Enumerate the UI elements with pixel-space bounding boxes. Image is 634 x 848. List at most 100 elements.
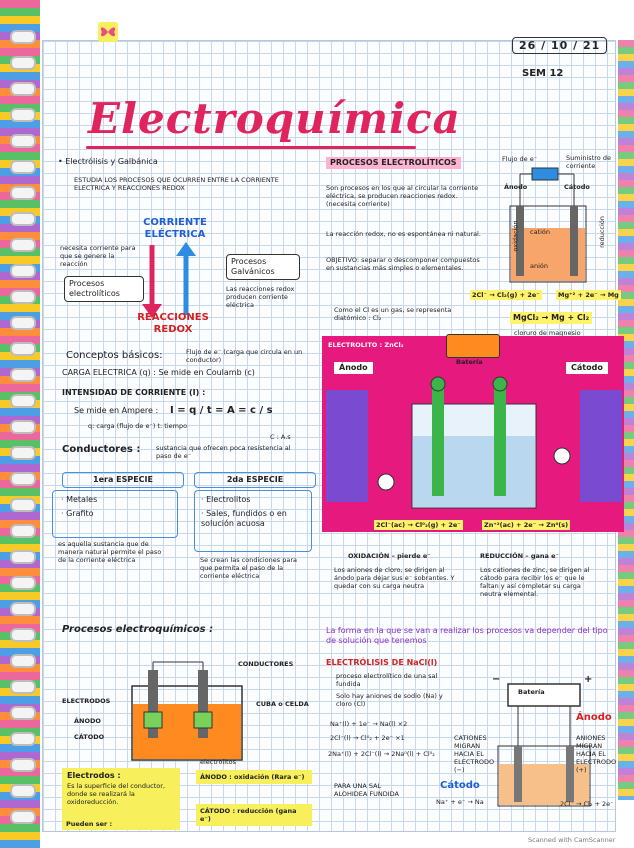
como-note: Como el Cl es un gas, se representa diat… — [334, 306, 452, 322]
catodo-big-label: Cátodo — [440, 780, 480, 791]
redox-note: La reacción redox, no es espontánea ni n… — [326, 230, 481, 238]
reduccion-title: REDUCCIÓN – gana e⁻ — [480, 552, 559, 560]
cuba-label: CUBA o CELDA — [256, 700, 309, 708]
study-definition: ESTUDIA LOS PROCESOS QUE OCURREN ENTRE L… — [74, 176, 279, 192]
reduccion-text: Los cationes de zinc, se dirigen al cáto… — [480, 566, 590, 598]
panel-eq-reduction: Zn⁺²(ac) + 2e⁻ → Zn⁰(s) — [482, 520, 571, 530]
carga-electrica: CARGA ELECTRICA (q) : Se mide en Coulamb… — [62, 368, 255, 377]
spiral-ring — [10, 212, 36, 226]
anodo-oxidacion-note: ÁNODO : oxidación (Rara e⁻) — [196, 770, 312, 784]
spiral-ring — [10, 30, 36, 44]
nacl-cell-diagram — [497, 683, 591, 807]
procesos-electroliticos-heading: PROCESOS ELECTROLÍTICOS — [326, 157, 461, 169]
minus-sign: − — [492, 674, 501, 685]
spiral-ring — [10, 706, 36, 720]
flujo-e-label: Flujo de e⁻ — [502, 155, 538, 163]
spiral-ring — [10, 628, 36, 642]
butterfly-sticker-icon — [98, 22, 118, 42]
intensidad-corriente: INTENSIDAD DE CORRIENTE (I) : — [62, 388, 206, 397]
battery-icon — [446, 334, 500, 358]
objetivo: OBJETIVO: separar o descomponer compuest… — [326, 256, 480, 272]
electrolitos-label: electrolitos — [200, 758, 236, 766]
forma-note: La forma en la que se van a realizar los… — [326, 626, 608, 645]
spiral-ring — [10, 732, 36, 746]
anion-label: anión — [530, 262, 549, 270]
spiral-ring — [10, 82, 36, 96]
bullet-electrolisis: • Electrólisis y Galbánica — [58, 157, 158, 166]
spiral-ring — [10, 602, 36, 616]
conductores-heading: Conductores : — [62, 444, 141, 455]
catodo-equation: Na⁺ + e⁻ → Na — [436, 798, 484, 806]
corriente-label: CORRIENTE ELÉCTRICA — [143, 217, 207, 240]
procesos-electroquimicos-heading: Procesos electroquímicos : — [62, 624, 214, 635]
spiral-ring — [10, 498, 36, 512]
esp2-item-electrolitos: · Electrolitos — [201, 495, 251, 504]
conductores-def: sustancia que ofrecen poca resistencia a… — [156, 444, 291, 460]
segunda-especie-header: 2da ESPECIE — [194, 472, 316, 488]
reaction-2: 2Cl⁻(l) → Cl⁰₂ + 2e⁻ ×1 — [330, 734, 405, 742]
spiral-ring — [10, 576, 36, 590]
bateria-label: Batería — [456, 358, 483, 366]
spiral-ring — [10, 56, 36, 70]
esp1-item-metales: · Metales — [61, 495, 98, 504]
scanner-footer: Scanned with CamScanner — [528, 836, 616, 844]
anodo-big-label: Ánodo — [576, 712, 612, 723]
suministro-label: Suministro de corriente — [566, 154, 611, 170]
week-label: SEM 12 — [522, 68, 564, 79]
electrochemical-cell-drawing — [131, 661, 243, 761]
procesos-def: Son procesos en los que al circular la c… — [326, 184, 479, 208]
electrodos-sticky-note: Electrodos : Es la superficie del conduc… — [62, 768, 180, 830]
spiral-ring — [10, 758, 36, 772]
necesita-note: necesita corriente para que se genere la… — [60, 244, 136, 268]
primera-especie-box: · Metales · Grafito — [52, 490, 178, 538]
segunda-especie-box: · Electrolitos · Sales, fundidos o en so… — [194, 490, 312, 552]
conceptos-basicos: Conceptos básicos: — [66, 350, 163, 361]
spiral-ring — [10, 316, 36, 330]
spiral-ring — [10, 108, 36, 122]
spiral-ring — [10, 524, 36, 538]
spiral-ring — [10, 394, 36, 408]
para-sal-note: PARA UNA SAL ALOHIDEA FUNDIDA — [334, 782, 399, 798]
cloruro-label: cloruro de magnesio — [514, 329, 581, 337]
mgcl2-equation: MgCl₂ → Mg + Cl₂ — [510, 312, 593, 324]
anodo-small-label: Ánodo — [504, 183, 528, 191]
spiral-ring — [10, 264, 36, 278]
cation-label: catión — [530, 228, 551, 236]
galvanicos-note: Las reacciones redox producen corriente … — [226, 285, 295, 309]
page-title: Electroquímica — [88, 94, 461, 143]
anodo-equation: 2Cl⁻ → Cl₂ + 2e⁻ — [560, 800, 614, 808]
aniones-migran: ANIONES MIGRAN HACIA EL ELECTRODO (+) — [576, 734, 617, 774]
proceso-sal-note: proceso electrolítico de una sal fundida — [336, 672, 438, 688]
spiral-ring — [10, 446, 36, 460]
eq-mg-reduction: Mg⁺² + 2e⁻ → Mg — [556, 290, 621, 300]
catodo-label: CÁTODO — [74, 733, 105, 741]
spiral-ring — [10, 810, 36, 824]
intensity-formula: I = q / t = A = c / s — [170, 405, 273, 416]
plus-sign: + — [584, 674, 593, 685]
sticky-text: Es la superficie del conductor, donde se… — [67, 782, 166, 806]
electrolysis-cell-sketch — [509, 167, 587, 283]
spiral-ring — [10, 160, 36, 174]
title-underline — [86, 146, 416, 149]
spiral-ring — [10, 342, 36, 356]
panel-catodo: Cátodo — [566, 362, 608, 374]
oxidacion-title: OXIDACIÓN – pierde e⁻ — [348, 552, 431, 560]
primera-especie-header: 1era ESPECIE — [62, 472, 184, 488]
spiral-ring — [10, 368, 36, 382]
eq-chlorine-oxidation: 2Cl⁻ → Cl₂(g) + 2e⁻ — [470, 290, 542, 300]
catodo-reduccion-note: CÁTODO : reducción (gana e⁻) — [196, 804, 312, 826]
date-box: 26 / 10 / 21 — [512, 37, 608, 54]
catodo-small-label: Cátodo — [564, 183, 590, 191]
spiral-ring — [10, 290, 36, 304]
formula-note: q: carga (flujo de e⁻) t: tiempo — [88, 422, 188, 430]
spiral-ring — [10, 680, 36, 694]
spiral-ring — [10, 550, 36, 564]
spiral-ring — [10, 238, 36, 252]
anodo-label: ÁNODO — [74, 717, 101, 725]
zncl2-electrolysis-diagram — [326, 376, 622, 509]
sticky-title: Electrodos : — [67, 771, 121, 780]
reaction-1: Na⁺(l) + 1e⁻ → Na(l) ×2 — [330, 720, 408, 728]
electrodos-label: ELECTRODOS — [62, 697, 111, 705]
spiral-ring — [10, 134, 36, 148]
esp1-note: es aquella sustancia que de manera natur… — [58, 540, 162, 564]
